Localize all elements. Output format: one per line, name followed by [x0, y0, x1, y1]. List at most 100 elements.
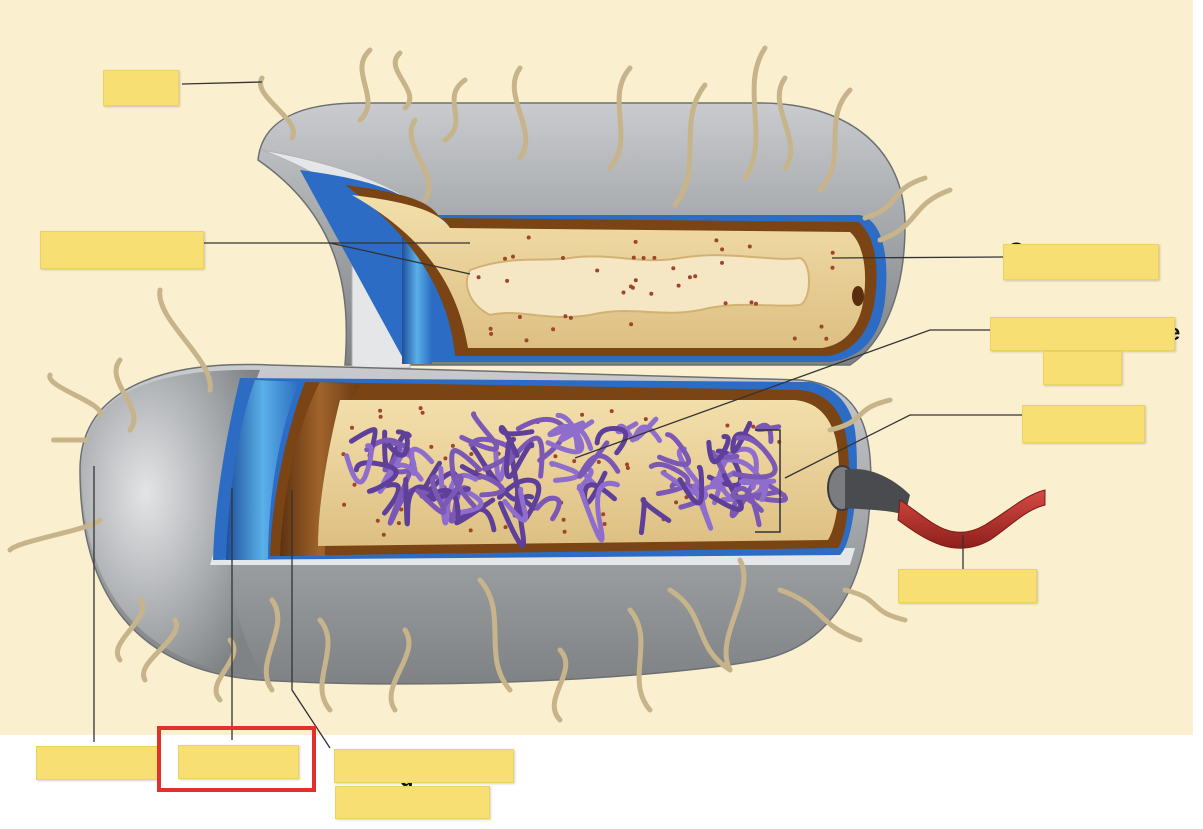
ribosome-upper-33: [633, 278, 638, 283]
ribosome-lower-18: [601, 512, 606, 517]
pili: [7, 45, 953, 723]
ribosome-upper-18: [671, 266, 676, 271]
ribosome-lower-10: [399, 507, 404, 512]
pilus-31: [842, 587, 908, 623]
nucleoid-dna: [344, 411, 788, 548]
ribosome-lower-4: [468, 528, 473, 533]
label-bottom-3b[interactable]: [335, 786, 490, 819]
label-bottom-1[interactable]: [36, 746, 158, 780]
upper-ribosomes: [476, 235, 835, 343]
label-right-upper[interactable]: [1003, 244, 1159, 280]
leader-lines: [93, 81, 1022, 749]
dna-loop-46: [377, 447, 424, 494]
ribosome-lower-37: [352, 482, 357, 487]
dna-loop-44: [534, 495, 562, 522]
pilus-30: [827, 397, 893, 433]
pilus-8: [776, 75, 794, 171]
ribosome-upper-34: [561, 256, 565, 260]
dna-loop-48: [353, 460, 399, 494]
ribosome-lower-0: [609, 409, 614, 414]
pilus-18: [115, 597, 145, 663]
ribosome-lower-29: [342, 502, 347, 507]
pilus-9: [817, 87, 853, 193]
ribosome-upper-35: [747, 244, 752, 249]
leader-bottom-3: [291, 490, 331, 749]
dna-loop-63: [348, 427, 378, 459]
dna-loop-53: [577, 440, 621, 479]
ribosome-upper-16: [524, 338, 529, 343]
ribosome-upper-8: [720, 247, 725, 252]
dna-loop-45: [423, 486, 471, 522]
ribosome-upper-22: [551, 327, 556, 332]
ribosome-lower-12: [350, 425, 354, 430]
dna-loop-52: [502, 486, 529, 523]
label-right-lower[interactable]: [1022, 405, 1145, 443]
pilus-0: [258, 75, 296, 141]
label-left-mid[interactable]: [40, 231, 204, 269]
label-bottom-2[interactable]: [178, 745, 299, 779]
dna-loop-69: [677, 464, 705, 506]
ribosome-upper-31: [628, 284, 633, 289]
dna-loop-57: [386, 429, 410, 458]
upper-cell-opening: [852, 286, 864, 306]
dna-loop-21: [638, 497, 672, 536]
dna-loop-31: [549, 461, 581, 483]
lower-capsule-end: [82, 369, 265, 678]
pilus-21: [263, 597, 281, 693]
dna-loop-60: [594, 426, 629, 456]
dna-loop-66: [504, 440, 535, 480]
leader-right-mid: [574, 329, 990, 459]
dna-loop-36: [454, 497, 497, 533]
ribosome-upper-15: [720, 260, 724, 265]
ribosome-lower-24: [725, 423, 730, 428]
pilus-27: [667, 587, 733, 673]
dna-loop-50: [730, 486, 780, 528]
ribosome-lower-23: [450, 443, 455, 448]
ribosome-upper-24: [693, 274, 698, 279]
ribosome-upper-11: [824, 336, 829, 341]
pilus-14: [113, 357, 137, 433]
selected-label-highlight: [157, 726, 316, 792]
pilus-22: [317, 617, 333, 713]
dna-loop-18: [403, 477, 436, 527]
label-flagellum[interactable]: [898, 569, 1037, 603]
ribosome-upper-12: [505, 278, 510, 283]
ribosome-lower-36: [429, 444, 434, 449]
pilus-26: [627, 607, 653, 713]
label-right-mid-a[interactable]: [990, 317, 1175, 351]
dna-loop-4: [712, 481, 734, 506]
pilus-11: [877, 187, 953, 243]
ribosome-upper-21: [489, 331, 494, 336]
flagellum-hook: [845, 469, 910, 515]
dna-loop-68: [657, 432, 692, 467]
dna-loop-33: [706, 434, 731, 465]
pilus-23: [388, 627, 412, 713]
leader-right-lower: [784, 414, 1022, 479]
dna-loop-38: [364, 437, 403, 473]
ribosome-lower-41: [396, 521, 401, 526]
ribosome-upper-3: [488, 326, 493, 331]
label-right-mid-b[interactable]: [1043, 351, 1122, 385]
leader-right-upper: [831, 256, 1004, 259]
label-pili-top[interactable]: [103, 70, 179, 106]
ribosome-upper-36: [563, 314, 568, 319]
label-bottom-3a[interactable]: [334, 749, 514, 783]
pilus-3: [442, 77, 468, 143]
dna-loop-61: [545, 412, 585, 455]
lower-membrane-face: [226, 380, 300, 560]
ribosome-upper-29: [723, 301, 728, 306]
pilus-17: [7, 517, 103, 553]
upper-cell-half: [257, 102, 906, 369]
pilus-15: [47, 372, 103, 418]
dna-loop-67: [344, 443, 374, 485]
ribosome-upper-14: [621, 290, 626, 295]
ribosome-upper-9: [676, 283, 681, 288]
ribosome-lower-6: [625, 462, 629, 467]
nucleoid-bracket: [755, 429, 781, 533]
ribosome-lower-3: [674, 500, 679, 505]
dna-loop-62: [731, 435, 778, 480]
dna-loop-64: [576, 480, 620, 543]
ribosome-lower-8: [561, 517, 566, 522]
leader-cytoplasm-b: [329, 242, 471, 275]
pilus-7: [742, 45, 768, 181]
